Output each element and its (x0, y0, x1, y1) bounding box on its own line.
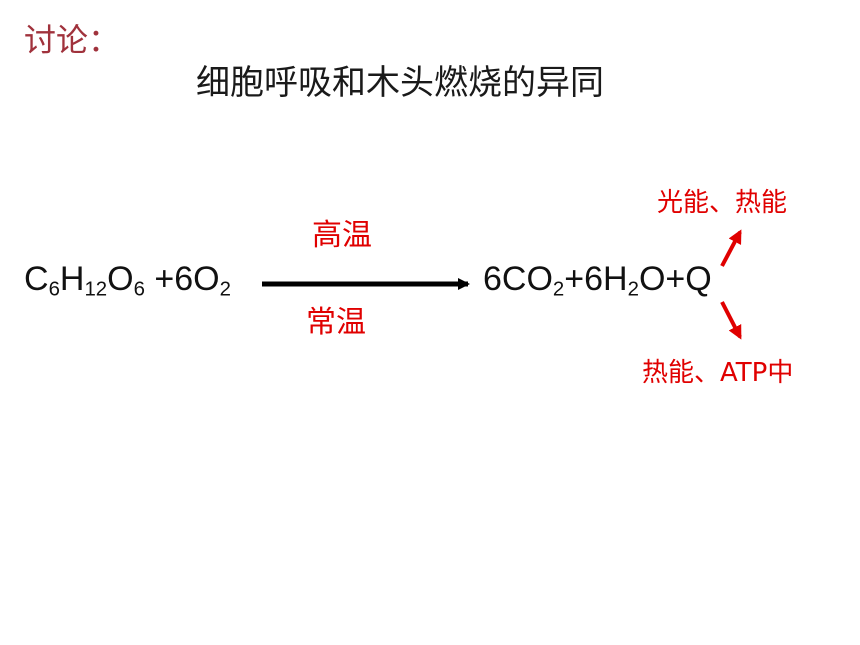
formula-text: C (24, 260, 49, 298)
energy-output-heat-atp: 热能、ATP中 (642, 358, 794, 388)
formula-subscript: 12 (84, 278, 108, 301)
energy-arrow-down (720, 301, 742, 340)
formula-text: H (59, 260, 85, 298)
slide-title: 细胞呼吸和木头燃烧的异同 (196, 63, 604, 103)
equation-products: 6CO2+6H2O+Q (483, 260, 712, 300)
formula-text: 6CO (483, 260, 553, 298)
formula-subscript: 6 (133, 278, 145, 301)
formula-text: +6O (144, 260, 220, 298)
formula-text: O+Q (638, 260, 712, 298)
energy-arrow-up (720, 229, 742, 267)
formula-text: +6H (564, 260, 628, 298)
discussion-label: 讨论： (24, 21, 121, 59)
formula-subscript: 2 (552, 278, 565, 301)
condition-high-temperature: 高温 (312, 218, 372, 253)
formula-text: O (107, 260, 134, 298)
energy-output-light-heat: 光能、热能 (657, 188, 788, 218)
condition-normal-temperature: 常温 (306, 305, 366, 340)
equation-reactants: C6H12O6 +6O2 (24, 260, 231, 300)
formula-subscript: 2 (627, 278, 639, 301)
formula-subscript: 2 (219, 278, 231, 301)
formula-subscript: 6 (48, 278, 60, 301)
